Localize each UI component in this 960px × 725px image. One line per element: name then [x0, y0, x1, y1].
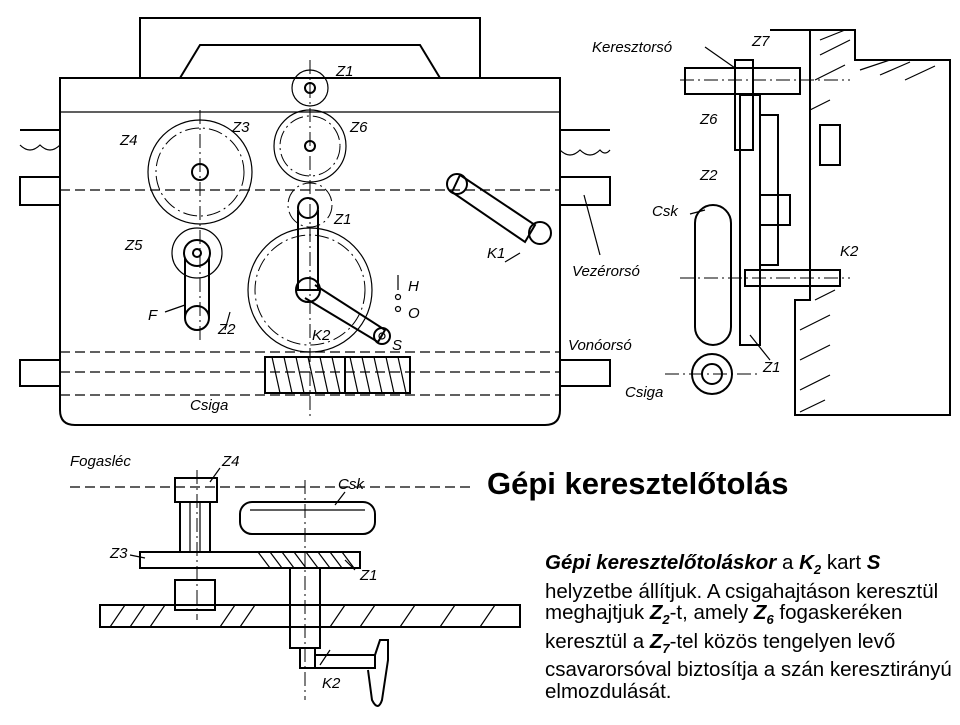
- desc-k2: K: [799, 551, 814, 574]
- diagram-labels: Z1 Z3 Z4 Z6 Z1 Z5 K1 H O F Z2 K2 S Csiga…: [70, 33, 859, 692]
- label-k2-bottom: K2: [322, 675, 341, 692]
- desc-k2-sub: 2: [813, 562, 822, 578]
- desc-part-a: a: [776, 551, 800, 574]
- label-z1-top: Z1: [335, 63, 354, 80]
- label-k2-front: K2: [312, 327, 331, 344]
- label-s: S: [392, 337, 402, 354]
- desc-z6-sub: 6: [766, 612, 774, 628]
- label-z5: Z5: [124, 237, 143, 254]
- label-csk-side: Csk: [652, 203, 679, 220]
- desc-part-b: kart: [821, 551, 867, 574]
- label-z4: Z4: [119, 132, 138, 149]
- desc-part-f: -tel közös tengelyen levő csavarorsóval …: [545, 629, 952, 703]
- desc-s: S: [866, 551, 881, 574]
- label-z7: Z7: [751, 33, 770, 50]
- label-k2-side: K2: [840, 243, 859, 260]
- desc-emphasis: Gépi keresztelőtoláskor: [545, 551, 777, 574]
- label-z3: Z3: [231, 119, 250, 136]
- desc-z7-sub: 7: [662, 640, 670, 656]
- label-vonoorso: Vonóorsó: [568, 337, 632, 354]
- apron-front-view: [19, 17, 611, 426]
- desc-part-c: helyzetbe állítjuk. A csigahajtáson kere…: [545, 579, 939, 625]
- label-z3-bottom: Z3: [109, 545, 128, 562]
- label-k1: K1: [487, 245, 505, 262]
- label-z2-side: Z2: [699, 167, 718, 184]
- label-o: O: [408, 305, 420, 322]
- label-csk-bottom: Csk: [338, 476, 365, 493]
- desc-z7: Z: [649, 629, 663, 653]
- desc-z2: Z: [649, 601, 663, 625]
- desc-z2-sub: 2: [662, 612, 670, 628]
- desc-z6: Z: [753, 601, 767, 625]
- page-title: Gépi keresztelőtolás: [487, 466, 789, 501]
- label-z6-side: Z6: [699, 111, 718, 128]
- label-z1-mid: Z1: [333, 211, 352, 228]
- description-text: Gépi keresztelőtoláskor a K2 kart S hely…: [545, 552, 957, 702]
- label-z1-bottom: Z1: [359, 567, 378, 584]
- label-z2: Z2: [217, 321, 236, 338]
- apron-side-view: [665, 29, 951, 416]
- label-h: H: [408, 278, 419, 295]
- label-vezerorso: Vezérorsó: [572, 263, 640, 280]
- desc-part-d: -t, amely: [669, 601, 754, 625]
- label-f: F: [148, 307, 158, 324]
- label-z4-bottom: Z4: [221, 453, 240, 470]
- label-csiga-side: Csiga: [625, 384, 663, 401]
- label-z6: Z6: [349, 119, 368, 136]
- desc-part-e: fogaskeréken keresztül a: [545, 601, 903, 653]
- label-fogasleck: Fogasléc: [70, 453, 131, 470]
- label-keresztorso: Keresztorsó: [592, 39, 672, 56]
- label-csiga-front: Csiga: [190, 397, 228, 414]
- label-z1-side: Z1: [762, 359, 781, 376]
- section-view: [70, 467, 521, 707]
